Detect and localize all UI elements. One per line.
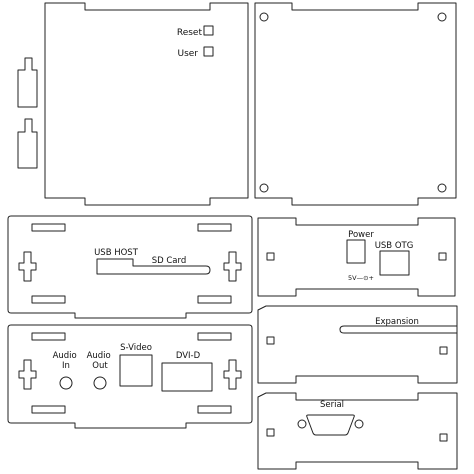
user-button-hole	[203, 46, 214, 57]
voltage-label: 5V—⊙+	[348, 274, 374, 282]
audio-in-line-2: In	[62, 361, 70, 371]
db9-screw-hole	[354, 419, 364, 429]
dvi-hole	[161, 362, 213, 392]
slot	[31, 223, 66, 232]
sd-card-label: SD Card	[152, 256, 187, 266]
right-side-panel: Power USB OTG 5V—⊙+	[257, 217, 456, 297]
loose-tab-lower	[17, 118, 38, 169]
slot	[31, 295, 66, 304]
slot	[197, 332, 232, 341]
slot	[197, 295, 232, 304]
panel-square-hole	[266, 252, 275, 261]
usb-otg-label: USB OTG	[375, 241, 414, 251]
cross-tab-left	[18, 251, 37, 282]
right-side-panel-outline	[257, 217, 456, 297]
expansion-panel: Expansion	[257, 305, 458, 384]
loose-tab-upper	[17, 57, 38, 108]
audio-in-line-1: Audio	[53, 351, 77, 361]
usb-sd-cutout	[96, 258, 211, 275]
loose-tab-pieces	[17, 57, 38, 169]
mount-hole	[437, 183, 447, 193]
cross-tab-right	[223, 359, 242, 390]
bottom-panel	[254, 2, 457, 206]
power-label: Power	[348, 230, 374, 240]
audio-out-label: Audio Out	[87, 351, 114, 371]
expansion-slot	[339, 325, 457, 334]
serial-panel-outline	[257, 392, 458, 470]
top-panel: Reset User	[44, 2, 249, 206]
audio-out-jack-hole	[93, 376, 107, 390]
audio-out-line-1: Audio	[87, 351, 111, 361]
expansion-panel-outline	[257, 305, 458, 384]
reset-button-hole	[203, 25, 214, 36]
cross-tab-left	[18, 359, 37, 390]
db9-connector-hole	[306, 414, 355, 436]
slot	[31, 332, 66, 341]
usb-host-label: USB HOST	[94, 248, 139, 258]
panel-square-hole	[438, 252, 447, 261]
serial-panel: Serial	[257, 392, 458, 470]
cross-tab-right	[223, 251, 242, 282]
dvi-label: DVI-D	[176, 351, 201, 361]
slot	[31, 405, 66, 414]
reset-label: Reset	[177, 28, 203, 38]
panel-square-hole	[439, 346, 448, 355]
serial-label: Serial	[320, 400, 344, 410]
front-panel: Audio In Audio Out S-Video DVI-D	[7, 324, 253, 429]
usb-otg-hole	[379, 250, 410, 276]
panel-square-hole	[266, 428, 275, 437]
left-side-panel-outline	[7, 215, 253, 319]
slot	[197, 405, 232, 414]
mount-hole	[437, 12, 447, 22]
user-label: User	[177, 49, 198, 59]
front-panel-outline	[7, 324, 253, 429]
mount-hole	[259, 12, 269, 22]
left-side-panel: USB HOST SD Card	[7, 215, 253, 319]
audio-out-line-2: Out	[92, 361, 108, 371]
expansion-label: Expansion	[375, 317, 419, 327]
audio-in-jack-hole	[59, 376, 73, 390]
power-jack-hole	[346, 239, 366, 264]
db9-screw-hole	[297, 419, 307, 429]
audio-in-label: Audio In	[53, 351, 80, 371]
svideo-label: S-Video	[120, 343, 152, 353]
mount-hole	[259, 183, 269, 193]
bottom-panel-outline	[254, 2, 457, 206]
slot	[197, 223, 232, 232]
panel-square-hole	[439, 433, 448, 442]
svideo-hole	[119, 354, 153, 387]
panel-square-hole	[266, 336, 275, 345]
top-panel-outline	[44, 2, 249, 206]
